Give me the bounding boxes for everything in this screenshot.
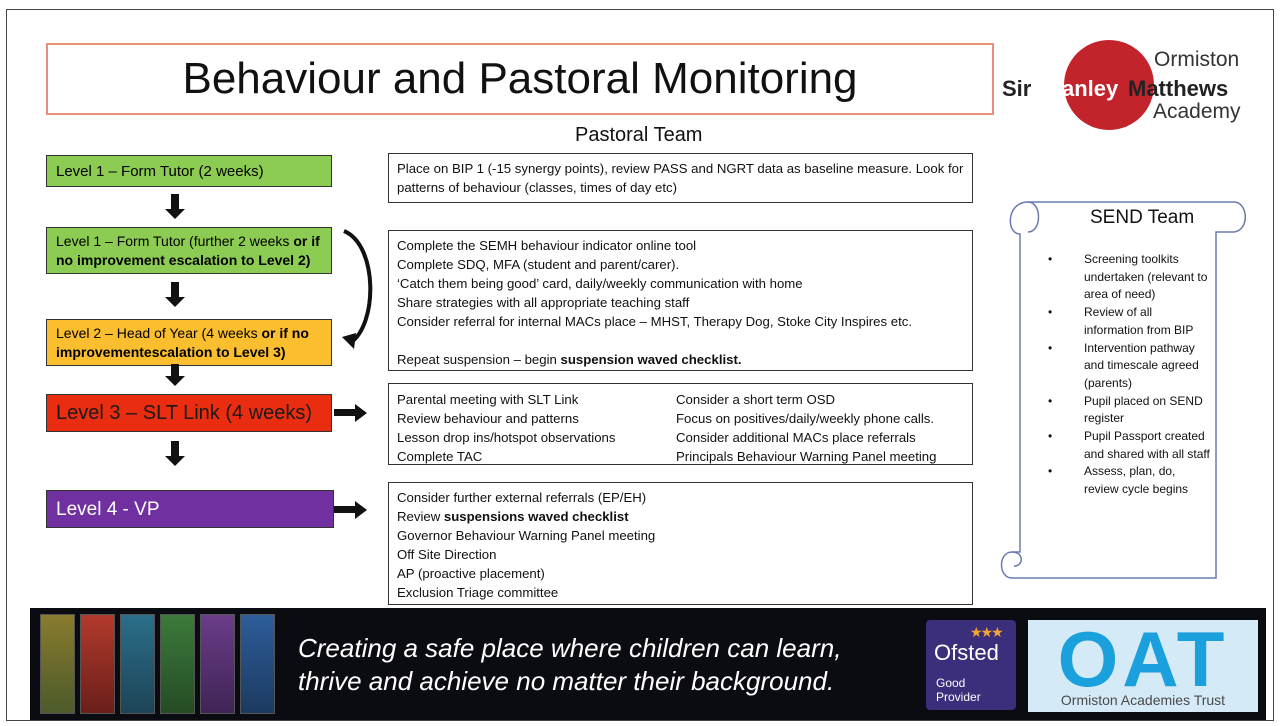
level-1-2-actions-box: Complete the SEMH behaviour indicator on… <box>388 230 973 371</box>
action-line: Review behaviour and patterns <box>397 411 579 426</box>
action-line: Consider additional MACs place referrals <box>676 430 916 445</box>
action-line: Complete TAC <box>397 449 483 464</box>
oat-logo: OAT Ormiston Academies Trust <box>1028 615 1258 712</box>
suspension-checklist: suspension waved checklist. <box>560 352 742 367</box>
level-2-text: Level 2 – Head of Year (4 weeks <box>56 325 262 341</box>
oat-subtitle: Ormiston Academies Trust <box>1060 692 1226 708</box>
suspension-text: Repeat suspension – begin <box>397 352 561 367</box>
review-text: Review <box>397 509 444 524</box>
action-line: Complete SDQ, MFA (student and parent/ca… <box>397 257 680 272</box>
oat-wordmark: OAT <box>1057 615 1229 703</box>
list-item: Screening toolkits undertaken (relevant … <box>1046 251 1211 304</box>
action-line: Governor Behaviour Warning Panel meeting <box>397 528 656 543</box>
level-1-actions-box: Place on BIP 1 (-15 synergy points), rev… <box>388 153 973 203</box>
action-line: Lesson drop ins/hotspot observations <box>397 430 616 445</box>
level-4-actions-box: Consider further external referrals (EP/… <box>388 482 973 605</box>
logo-circle <box>1064 40 1154 130</box>
action-line: Consider further external referrals (EP/… <box>397 490 647 505</box>
level-3-actions-box: Parental meeting with SLT Link Review be… <box>388 383 973 465</box>
page-title: Behaviour and Pastoral Monitoring <box>46 43 994 115</box>
slide-frame <box>6 9 1274 721</box>
action-line: AP (proactive placement) <box>397 566 545 581</box>
action-line-review: Review suspensions waved checklist <box>397 507 964 526</box>
logo-matthews: Matthews <box>1128 76 1229 101</box>
list-item: Pupil Passport created and shared with a… <box>1046 428 1211 463</box>
tagline-line-2: thrive and achieve no matter their backg… <box>298 666 835 696</box>
action-line: ‘Catch them being good’ card, daily/week… <box>397 276 803 291</box>
level-3-left-column: Parental meeting with SLT Link Review be… <box>397 390 615 466</box>
values-banners-image <box>40 614 275 714</box>
level-2-box: Level 2 – Head of Year (4 weeks or if no… <box>46 319 332 366</box>
action-line: Principals Behaviour Warning Panel meeti… <box>676 449 937 464</box>
level-1-extended-box: Level 1 – Form Tutor (further 2 weeks or… <box>46 227 332 274</box>
logo-stanley: Stanley <box>1040 76 1119 101</box>
ofsted-rating: Good Provider <box>936 676 981 704</box>
ofsted-name: Ofsted <box>934 640 999 665</box>
logo-sir: Sir <box>1002 76 1032 101</box>
action-line: Consider referral for internal MACs plac… <box>397 314 912 329</box>
list-item: Review of all information from BIP <box>1046 304 1211 339</box>
tagline-line-1: Creating a safe place where children can… <box>298 633 842 663</box>
curved-escalation-arrow <box>342 229 373 349</box>
level-4-box: Level 4 - VP <box>46 490 334 528</box>
footer-tagline: Creating a safe place where children can… <box>298 632 841 698</box>
list-item: Intervention pathway and timescale agree… <box>1046 340 1211 393</box>
action-line: Focus on positives/daily/weekly phone ca… <box>676 411 935 426</box>
action-line: Share strategies with all appropriate te… <box>397 295 690 310</box>
review-checklist: suspensions waved checklist <box>443 509 629 524</box>
level-1-extended-escalation: or if no improvement escalation to Level… <box>56 233 320 268</box>
logo-ormiston: Ormiston <box>1154 48 1240 71</box>
list-item: Assess, plan, do, review cycle begins <box>1046 463 1211 498</box>
ofsted-stars-icon: ★★★ <box>970 624 1004 640</box>
action-line: Parental meeting with SLT Link <box>397 392 579 407</box>
action-line: Off Site Direction <box>397 547 497 562</box>
send-team-title: SEND Team <box>1090 207 1195 228</box>
level-3-box: Level 3 – SLT Link (4 weeks) <box>46 394 332 432</box>
action-line: Exclusion Triage committee <box>397 585 559 600</box>
action-line: Complete the SEMH behaviour indicator on… <box>397 238 697 253</box>
level-1-box: Level 1 – Form Tutor (2 weeks) <box>46 155 332 187</box>
pastoral-team-heading: Pastoral Team <box>575 124 703 146</box>
action-line: Consider a short term OSD <box>676 392 836 407</box>
academy-logo: Ormiston Sir Stanley Matthews Academy <box>998 38 1258 134</box>
level-1-extended-text: Level 1 – Form Tutor (further 2 weeks <box>56 233 294 249</box>
action-line-suspension: Repeat suspension – begin suspension wav… <box>397 350 964 369</box>
level-3-right-column: Consider a short term OSD Focus on posit… <box>676 390 936 466</box>
ofsted-logo: ★★★ Ofsted Good Provider <box>926 620 1016 710</box>
logo-academy: Academy <box>1153 100 1241 123</box>
level-2-escalation: or if no improvementescalation to Level … <box>56 325 309 360</box>
send-team-list: Screening toolkits undertaken (relevant … <box>1046 251 1211 499</box>
list-item: Pupil placed on SEND register <box>1046 393 1211 428</box>
